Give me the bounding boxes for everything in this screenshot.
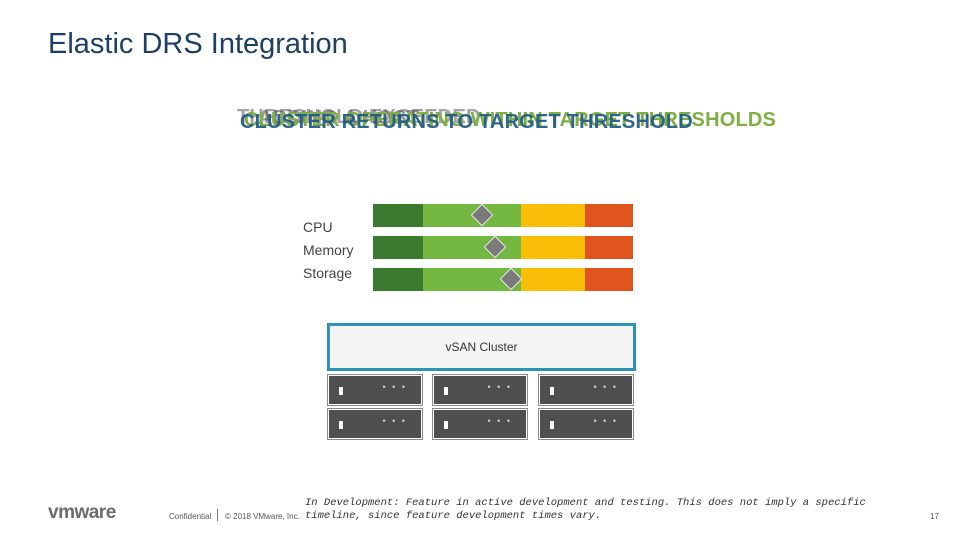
copyright-text: © 2018 VMware, Inc. [225, 512, 300, 521]
server-icon: • • • [328, 375, 422, 405]
cluster-label: vSAN Cluster [445, 340, 518, 354]
segment-critical [585, 236, 633, 259]
footer-divider [217, 509, 218, 521]
threshold-bar-storage [373, 268, 633, 291]
segment-low [373, 268, 423, 291]
server-icon: • • • [433, 409, 527, 439]
server-icon: • • • [539, 409, 633, 439]
metric-label-memory: Memory [303, 242, 354, 258]
segment-warning [521, 236, 585, 259]
heading-returns-to-target: CLUSTER RETURNS TO TARGET THRESHOLD [240, 111, 693, 133]
segment-low [373, 204, 423, 227]
segment-target [423, 236, 521, 259]
vsan-cluster-box: vSAN Cluster [327, 323, 636, 371]
metric-label-storage: Storage [303, 265, 353, 281]
segment-low [373, 236, 423, 259]
segment-target [423, 268, 521, 291]
in-development-disclaimer: In Development: Feature in active develo… [305, 497, 866, 522]
overlapping-headings: THRESHOLD EXCEEDED ADDING A HOST CLUSTER… [237, 106, 800, 146]
slide-title: Elastic DRS Integration [48, 28, 348, 60]
segment-warning [521, 204, 585, 227]
page-number: 17 [930, 512, 939, 521]
vmware-logo: vmware [48, 502, 116, 523]
metric-label-cpu: CPU [303, 219, 333, 235]
heading-threshold-exceeded: THRESHOLD EXCEEDED [237, 106, 481, 128]
server-icon: • • • [328, 409, 422, 439]
heading-operating-within: CLUSTER OPERATING WITHIN TARGET THRESHOL… [244, 109, 777, 131]
heading-adding-host: ADDING A HOST [258, 107, 420, 129]
segment-critical [585, 268, 633, 291]
segment-critical [585, 204, 633, 227]
server-icon: • • • [433, 375, 527, 405]
server-icon: • • • [539, 375, 633, 405]
threshold-bar-cpu [373, 204, 633, 227]
confidential-label: Confidential [169, 512, 212, 521]
segment-warning [521, 268, 585, 291]
